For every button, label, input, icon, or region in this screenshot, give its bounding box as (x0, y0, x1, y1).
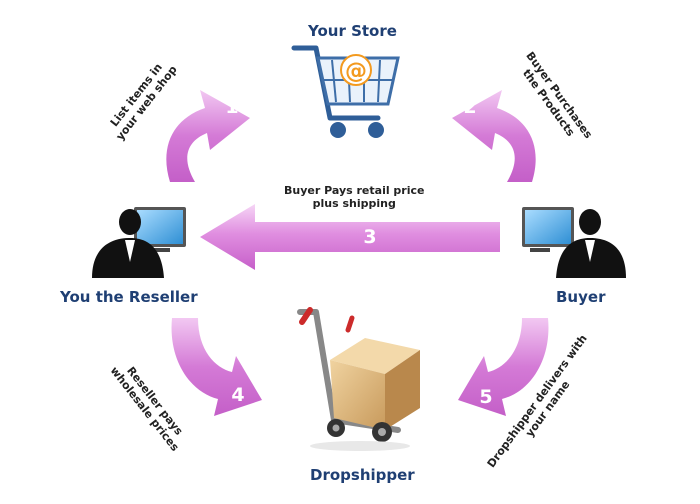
buyer-label: Buyer (556, 288, 606, 306)
dropshipper-label: Dropshipper (310, 466, 415, 484)
reseller-label: You the Reseller (60, 288, 198, 306)
arrow-step-3 (200, 204, 500, 270)
arrow-step-1 (166, 90, 250, 182)
buyer-person-icon (522, 207, 626, 278)
step-1-number: 1 (225, 96, 239, 118)
step-3-text: Buyer Pays retail price plus shipping (284, 184, 425, 210)
step-3-line-2: plus shipping (312, 197, 396, 210)
step-3-line-1: Buyer Pays retail price (284, 184, 425, 197)
step-3-number: 3 (363, 226, 377, 248)
store-label: Your Store (308, 22, 397, 40)
arrow-step-4 (171, 318, 262, 416)
step-2-number: 2 (463, 96, 477, 118)
arrow-step-5 (458, 318, 549, 416)
reseller-person-icon (92, 207, 186, 278)
step-4-number: 4 (231, 384, 245, 406)
step-5-number: 5 (479, 386, 493, 408)
shopping-cart-icon: @ (291, 45, 400, 138)
arrow-step-2 (452, 90, 536, 182)
svg-text:@: @ (345, 59, 367, 84)
hand-truck-box-icon (297, 307, 420, 451)
